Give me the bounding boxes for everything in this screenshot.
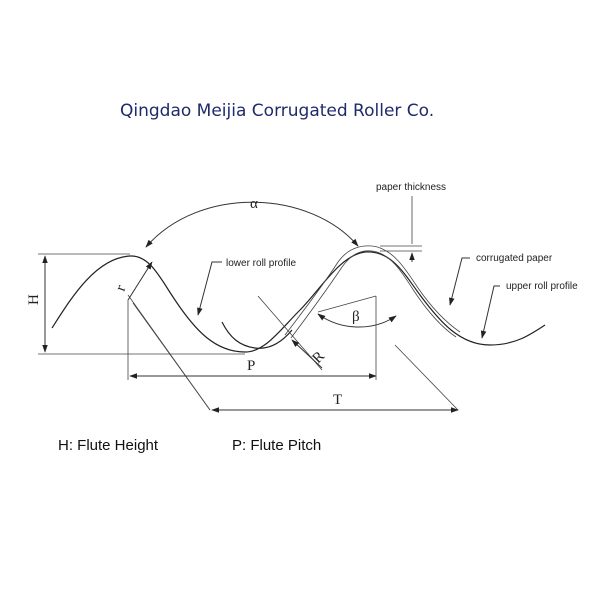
lower-roll-profile-leader xyxy=(197,261,222,316)
T-symbol: T xyxy=(333,392,342,408)
P-symbol: P xyxy=(247,358,255,374)
lower-roll-profile-curve xyxy=(51,251,546,353)
beta-left-ray xyxy=(317,295,377,313)
r-symbol: r xyxy=(113,283,130,293)
H-symbol: H xyxy=(26,294,42,305)
company-title: Qingdao Meijia Corrugated Roller Co. xyxy=(120,101,434,121)
paper-thickness-label: paper thickness xyxy=(376,182,446,193)
beta-symbol: β xyxy=(352,309,360,325)
beta-angle-arc xyxy=(317,313,397,328)
alpha-symbol: α xyxy=(250,196,258,212)
T-right-diagonal xyxy=(394,344,459,411)
lower-roll-profile-label: lower roll profile xyxy=(226,258,296,269)
corrugated-paper-line-inner xyxy=(290,250,457,339)
T-left-diagonal xyxy=(132,302,211,411)
upper-roll-profile-curve xyxy=(221,321,293,349)
legend-flute-pitch: P: Flute Pitch xyxy=(232,437,321,454)
upper-roll-profile-leader xyxy=(480,285,500,339)
r-radius-line xyxy=(127,261,153,301)
alpha-angle-arc xyxy=(145,201,359,248)
corrugated-paper-line-outer xyxy=(284,245,461,336)
upper-roll-profile-label: upper roll profile xyxy=(506,281,578,292)
corrugated-paper-label: corrugated paper xyxy=(476,253,553,264)
legend-flute-height: H: Flute Height xyxy=(58,437,159,454)
R-symbol: R xyxy=(310,348,328,366)
corrugated-paper-leader xyxy=(449,257,470,306)
R-radius-line xyxy=(291,339,323,369)
